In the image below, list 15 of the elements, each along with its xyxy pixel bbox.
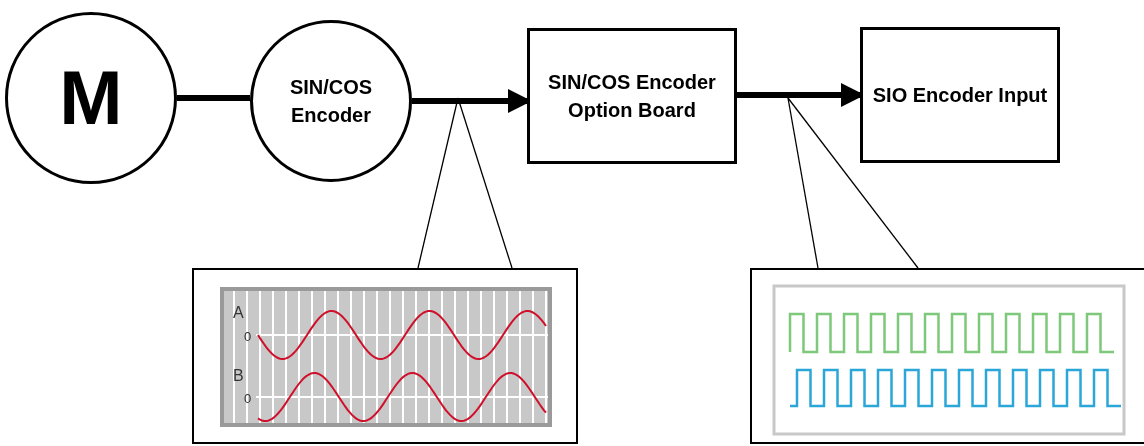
leader-line [787,97,819,269]
connector-line [177,95,250,101]
axis-label: B [233,368,244,384]
axis-label: 0 [244,392,252,405]
axis-label: 0 [244,330,252,343]
process-box: SIN/COS Encoder Option Board [527,28,737,164]
axis-label: A [233,305,244,321]
leader-line [787,97,919,269]
encoder-circle: SIN/COS Encoder [250,20,412,182]
leader-line [417,97,459,269]
inset-frame [192,268,578,444]
inset-frame [750,268,1144,444]
leader-line [457,97,513,269]
process-box: SIO Encoder Input [860,27,1060,163]
motor-circle: M [5,12,177,184]
